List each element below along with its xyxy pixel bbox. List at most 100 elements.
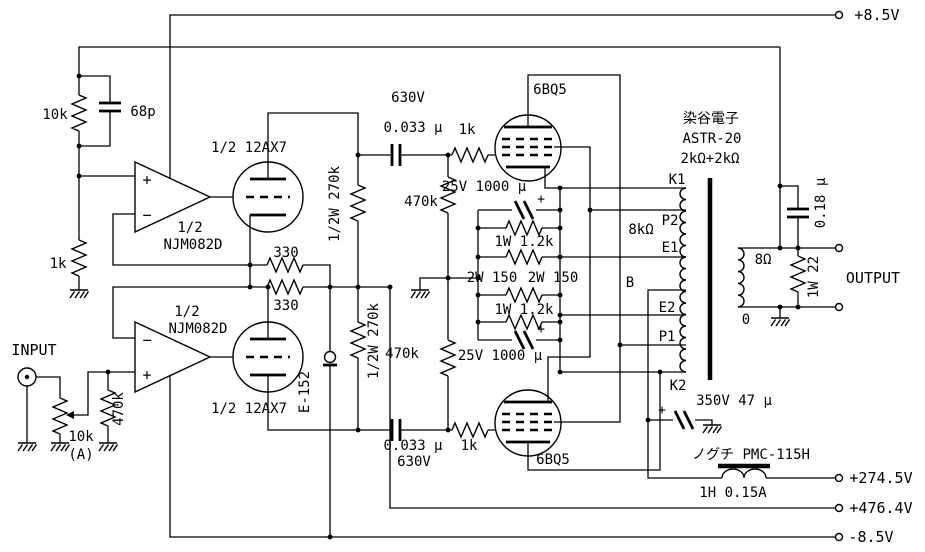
resistor-1w12k-top — [505, 220, 543, 236]
transformer-primary-coil — [680, 188, 686, 372]
label-zobel-cap: 0.18 μ — [813, 177, 829, 228]
label-output: OUTPUT — [846, 269, 900, 287]
bias-cap-top-polarity: + — [537, 192, 545, 207]
label-opamp2-name: NJM082D — [168, 321, 227, 337]
label-330-top: 330 — [273, 245, 298, 261]
triode-electrodes — [250, 179, 286, 375]
ground-output — [770, 317, 791, 327]
terminal-plus476 — [836, 505, 843, 512]
cap-1000u-bottom — [515, 331, 533, 349]
transformer — [680, 178, 770, 478]
resistor-330-bottom — [266, 279, 304, 295]
choke-coil — [722, 469, 766, 478]
transformer-secondary-coil — [738, 248, 744, 307]
label-470k-bottom: 470k — [385, 346, 419, 362]
label-opamp2-half: 1/2 — [174, 304, 199, 320]
label-tap-k2: K2 — [670, 378, 687, 394]
junction-dots — [79, 76, 798, 537]
label-0033-top: 0.033 μ — [383, 120, 443, 136]
ground-input-jack — [17, 442, 38, 452]
label-zobel-res: 1W 22 — [806, 256, 822, 298]
bias-cap-bottom-polarity: + — [537, 322, 545, 337]
label-transformer-model: ASTR-20 — [682, 131, 741, 147]
label-transformer-brand: 染谷電子 — [683, 111, 739, 127]
label-630v-top: 630V — [391, 90, 425, 106]
opamp1-minus-input: − — [142, 206, 151, 224]
cap-1000u-top — [515, 201, 533, 219]
label-1k-top: 1k — [459, 122, 476, 138]
label-test-point: E-152 — [297, 371, 313, 413]
label-transformer-spec: 2kΩ+2kΩ — [680, 151, 739, 167]
terminal-minus85 — [836, 534, 843, 541]
label-bias-cap-bottom: 25V 1000 μ — [458, 348, 543, 364]
circuit-wires — [27, 15, 836, 537]
cap-0033-top — [392, 144, 400, 166]
cap-47u-psu — [675, 411, 693, 429]
label-opamp1-half: 1/2 — [177, 220, 202, 236]
label-choke-spec: 1H 0.15A — [699, 485, 767, 501]
label-feedback-10k: 10k — [42, 107, 68, 123]
triode2-envelope — [233, 322, 303, 392]
label-pentode1: 6BQ5 — [533, 82, 567, 98]
label-270k-top: 1/2W 270k — [327, 166, 343, 242]
opamp2-triangle — [135, 322, 210, 392]
active-devices — [135, 115, 561, 456]
terminal-output-hot — [836, 245, 843, 252]
ground-bias-center — [410, 289, 431, 299]
label-0033-bottom: 0.033 μ — [383, 438, 443, 454]
ground-pot — [50, 442, 71, 452]
opamp1-triangle — [135, 162, 210, 232]
label-supply-plus274: +274.5V — [849, 469, 912, 487]
label-feedback-68p: 68p — [130, 104, 155, 120]
label-opamp1-name: NJM082D — [163, 237, 222, 253]
label-triode2: 1/2 12AX7 — [211, 401, 287, 417]
resistor-270k-top — [350, 184, 366, 222]
pentode1-envelope — [495, 115, 561, 181]
pentode-electrodes — [504, 127, 552, 442]
label-tap-p1: P1 — [659, 329, 676, 345]
terminal-plus85 — [836, 12, 843, 19]
resistor-470k-bottom — [440, 339, 456, 377]
ground-opamp1-1k — [69, 289, 90, 299]
resistor-1w22-zobel — [790, 255, 806, 293]
resistor-1k-grid-bottom — [451, 422, 489, 438]
cap-68p — [99, 103, 121, 111]
label-supply-plus85: +8.5V — [854, 6, 899, 24]
resistor-1k-grid-top — [451, 147, 489, 163]
pentode2-envelope — [495, 390, 561, 456]
terminal-plus274 — [836, 475, 843, 482]
label-choke-name: ノグチ PMC-115H — [692, 447, 810, 463]
opamp2-plus-input: + — [142, 366, 151, 384]
label-triode1: 1/2 12AX7 — [211, 140, 287, 156]
terminal-output-gnd — [836, 304, 843, 311]
label-input-470k: 470k — [111, 392, 127, 426]
text-labels: +8.5V +274.5V +476.4V -8.5V OUTPUT INPUT… — [11, 6, 912, 546]
label-1k-bottom: 1k — [461, 438, 478, 454]
label-tap-e2: E2 — [659, 300, 676, 316]
test-point-e152 — [325, 352, 336, 363]
label-input: INPUT — [11, 341, 56, 359]
label-bias-cap-top: 25V 1000 μ — [442, 179, 527, 195]
label-pot-taper: (A) — [68, 447, 93, 463]
cap-0033-bottom — [392, 419, 400, 441]
opamp1-plus-input: + — [142, 171, 151, 189]
ground-input-470k — [98, 442, 119, 452]
resistor-270k-bottom — [350, 321, 366, 359]
opamp2-minus-input: − — [142, 331, 151, 349]
label-tap-b: B — [626, 275, 634, 291]
label-630v-bottom: 630V — [397, 454, 431, 470]
input-jack — [18, 368, 36, 386]
wire-segments — [27, 15, 836, 537]
label-bias-150-left: 2W 150 — [467, 270, 518, 286]
resistor-2w150-left — [505, 249, 543, 265]
resistors — [52, 94, 806, 438]
label-opamp1-1k: 1k — [50, 256, 67, 272]
label-supply-plus476: +476.4V — [849, 499, 912, 517]
cap-018-zobel — [787, 209, 809, 217]
triode1-envelope — [233, 162, 303, 232]
label-bias-150-right: 2W 150 — [528, 270, 579, 286]
resistor-2w150-right — [505, 287, 543, 303]
resistor-feedback-10k — [71, 94, 87, 132]
